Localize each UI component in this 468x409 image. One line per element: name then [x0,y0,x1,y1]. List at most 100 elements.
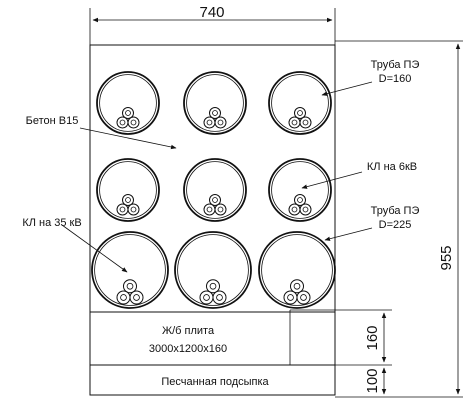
pipe-large-3 [258,231,336,309]
pipe-small-row2-1-cable-1-sheath [122,193,134,206]
pipe-small-row1-2-cable-3-core [217,119,224,126]
pipe-small-row1-1-inner [99,74,157,132]
pipe-small-row2-3-cable-1 [294,193,306,206]
pipe-small-row2-1-cable-1-core [125,197,131,203]
pipe-small-row2-2-cable-3-sheath [214,203,227,216]
pipe-small-row1-2-cable-2-sheath [203,116,216,129]
pipe-small-row2-3-cable-3-sheath [299,203,312,216]
pipe-small-row1-1-cable-2 [116,116,129,129]
pipe-small-row1-1-cable-3-sheath [127,116,140,129]
pipe-large-3-cable-1-core [293,282,301,290]
pipe-small-row1-1 [96,71,160,135]
leader-cable-6kv [301,171,363,189]
label-concrete: Бетон В15 [26,115,79,127]
leader-pipe-large [324,227,373,241]
pipe-large-2-cable-2 [199,290,214,305]
pipe-large-3-outer [258,231,336,309]
pipe-small-row2-3-cable-3 [299,203,312,216]
pipe-small-row1-1-outer [96,71,160,135]
pipe-large-1-cable-3-sheath [129,290,144,305]
pipe-large-2-cable-3-core [216,294,223,301]
pipe-small-row1-2-outer [183,71,247,135]
pipe-small-row1-3-cable-2-core [291,119,298,126]
pipe-small-row2-1-outer [96,158,160,222]
pipe-large-2-cable-1 [206,279,220,294]
pipe-small-row2-1-inner [99,161,157,219]
leader-cable-35kv [61,224,128,273]
pipe-small-row2-1-cable-2 [116,203,129,216]
pipe-small-row2-3-cable-1-sheath [294,193,306,206]
pipe-large-2-cable-2-core [203,294,210,301]
pipe-large-2-cable-1-sheath [206,279,220,294]
label-slab-1: Ж/б плита [162,325,215,337]
pipe-large-1-cable-2-core [120,294,127,301]
pipe-large-3-cable-2-core [287,294,294,301]
label-pipe-large-2: D=225 [379,219,412,231]
label-cable-35kv: КЛ на 35 кВ [22,217,81,229]
pipe-small-row1-3-cable-2-sheath [288,116,301,129]
pipe-small-row1-3 [268,71,332,135]
pipe-large-3-cable-1 [290,279,304,294]
pipe-small-row2-3-cable-1-core [297,197,303,203]
pipe-large-3-cable-1-sheath [290,279,304,294]
pipe-large-1-cable-1 [123,279,137,294]
pipe-large-1-inner [94,234,166,306]
leader-pipe-small [321,81,373,96]
pipe-small-row2-2-cable-2 [203,203,216,216]
pipe-large-3-inner [261,234,333,306]
label-pipe-small-1: Труба ПЭ [371,59,420,71]
pipe-large-3-cable-3-core [300,294,307,301]
pipe-small-row1-3-inner [271,74,329,132]
pipe-large-2 [174,231,252,309]
pipe-small-row2-2-cable-1-sheath [209,193,221,206]
pipe-small-row2-3-cable-3-core [302,206,309,213]
pipe-large-1 [91,231,169,309]
label-pipe-small-2: D=160 [379,73,412,85]
pipe-small-row2-3-outer [268,158,332,222]
pipe-small-row1-3-cable-3 [299,116,312,129]
pipe-small-row1-1-cable-3-core [130,119,137,126]
pipe-small-row1-2-cable-2 [203,116,216,129]
label-sand: Песчанная подсыпка [161,376,269,388]
label-cable-6kv: КЛ на 6кВ [367,161,417,173]
pipe-small-row2-2 [183,158,247,222]
pipe-large-2-outer [174,231,252,309]
pipe-small-row1-3-cable-1-core [297,110,303,116]
pipe-small-row2-2-cable-1-core [212,197,218,203]
pipe-small-row2-1-cable-2-core [119,206,126,213]
pipe-small-row1-2-cable-3 [214,116,227,129]
pipe-small-row2-2-cable-3 [214,203,227,216]
pipe-large-2-cable-3-sheath [212,290,227,305]
pipe-large-3-cable-2 [283,290,298,305]
pipe-large-3-cable-2-sheath [283,290,298,305]
slab-dim-text: 160 [364,325,381,350]
pipe-small-row1-2-cable-1-core [212,110,218,116]
pipe-large-1-cable-1-core [126,282,134,290]
pipe-small-row2-1-cable-3-core [130,206,137,213]
label-pipe-large-1: Труба ПЭ [371,205,420,217]
label-slab-2: 3000х1200х160 [149,343,227,355]
pipe-small-row2-3-inner [271,161,329,219]
pipe-small-row2-3-cable-2-sheath [288,203,301,216]
pipe-small-row2-2-outer [183,158,247,222]
pipe-small-row1-2-cable-1 [209,106,221,119]
pipe-small-row1-1-cable-2-sheath [116,116,129,129]
pipe-small-row1-3-cable-2 [288,116,301,129]
pipe-small-row2-1-cable-1 [122,193,134,206]
pipe-small-row2-2-cable-2-core [206,206,213,213]
pipe-small-row1-2-cable-2-core [206,119,213,126]
pipes-group [91,71,336,309]
pipe-large-1-cable-2 [116,290,131,305]
pipe-large-1-cable-1-sheath [123,279,137,294]
pipe-small-row2-3 [268,158,332,222]
concrete-block-outline [89,44,336,396]
pipe-small-row1-3-cable-1-sheath [294,106,306,119]
pipe-small-row1-2-cable-3-sheath [214,116,227,129]
pipe-small-row1-3-cable-3-sheath [299,116,312,129]
pipe-large-3-cable-3 [296,290,311,305]
pipe-small-row1-3-outer [268,71,332,135]
pipe-small-row2-1-cable-3 [127,203,140,216]
sand-dim-text: 100 [364,368,381,393]
pipe-small-row2-2-cable-3-core [217,206,224,213]
